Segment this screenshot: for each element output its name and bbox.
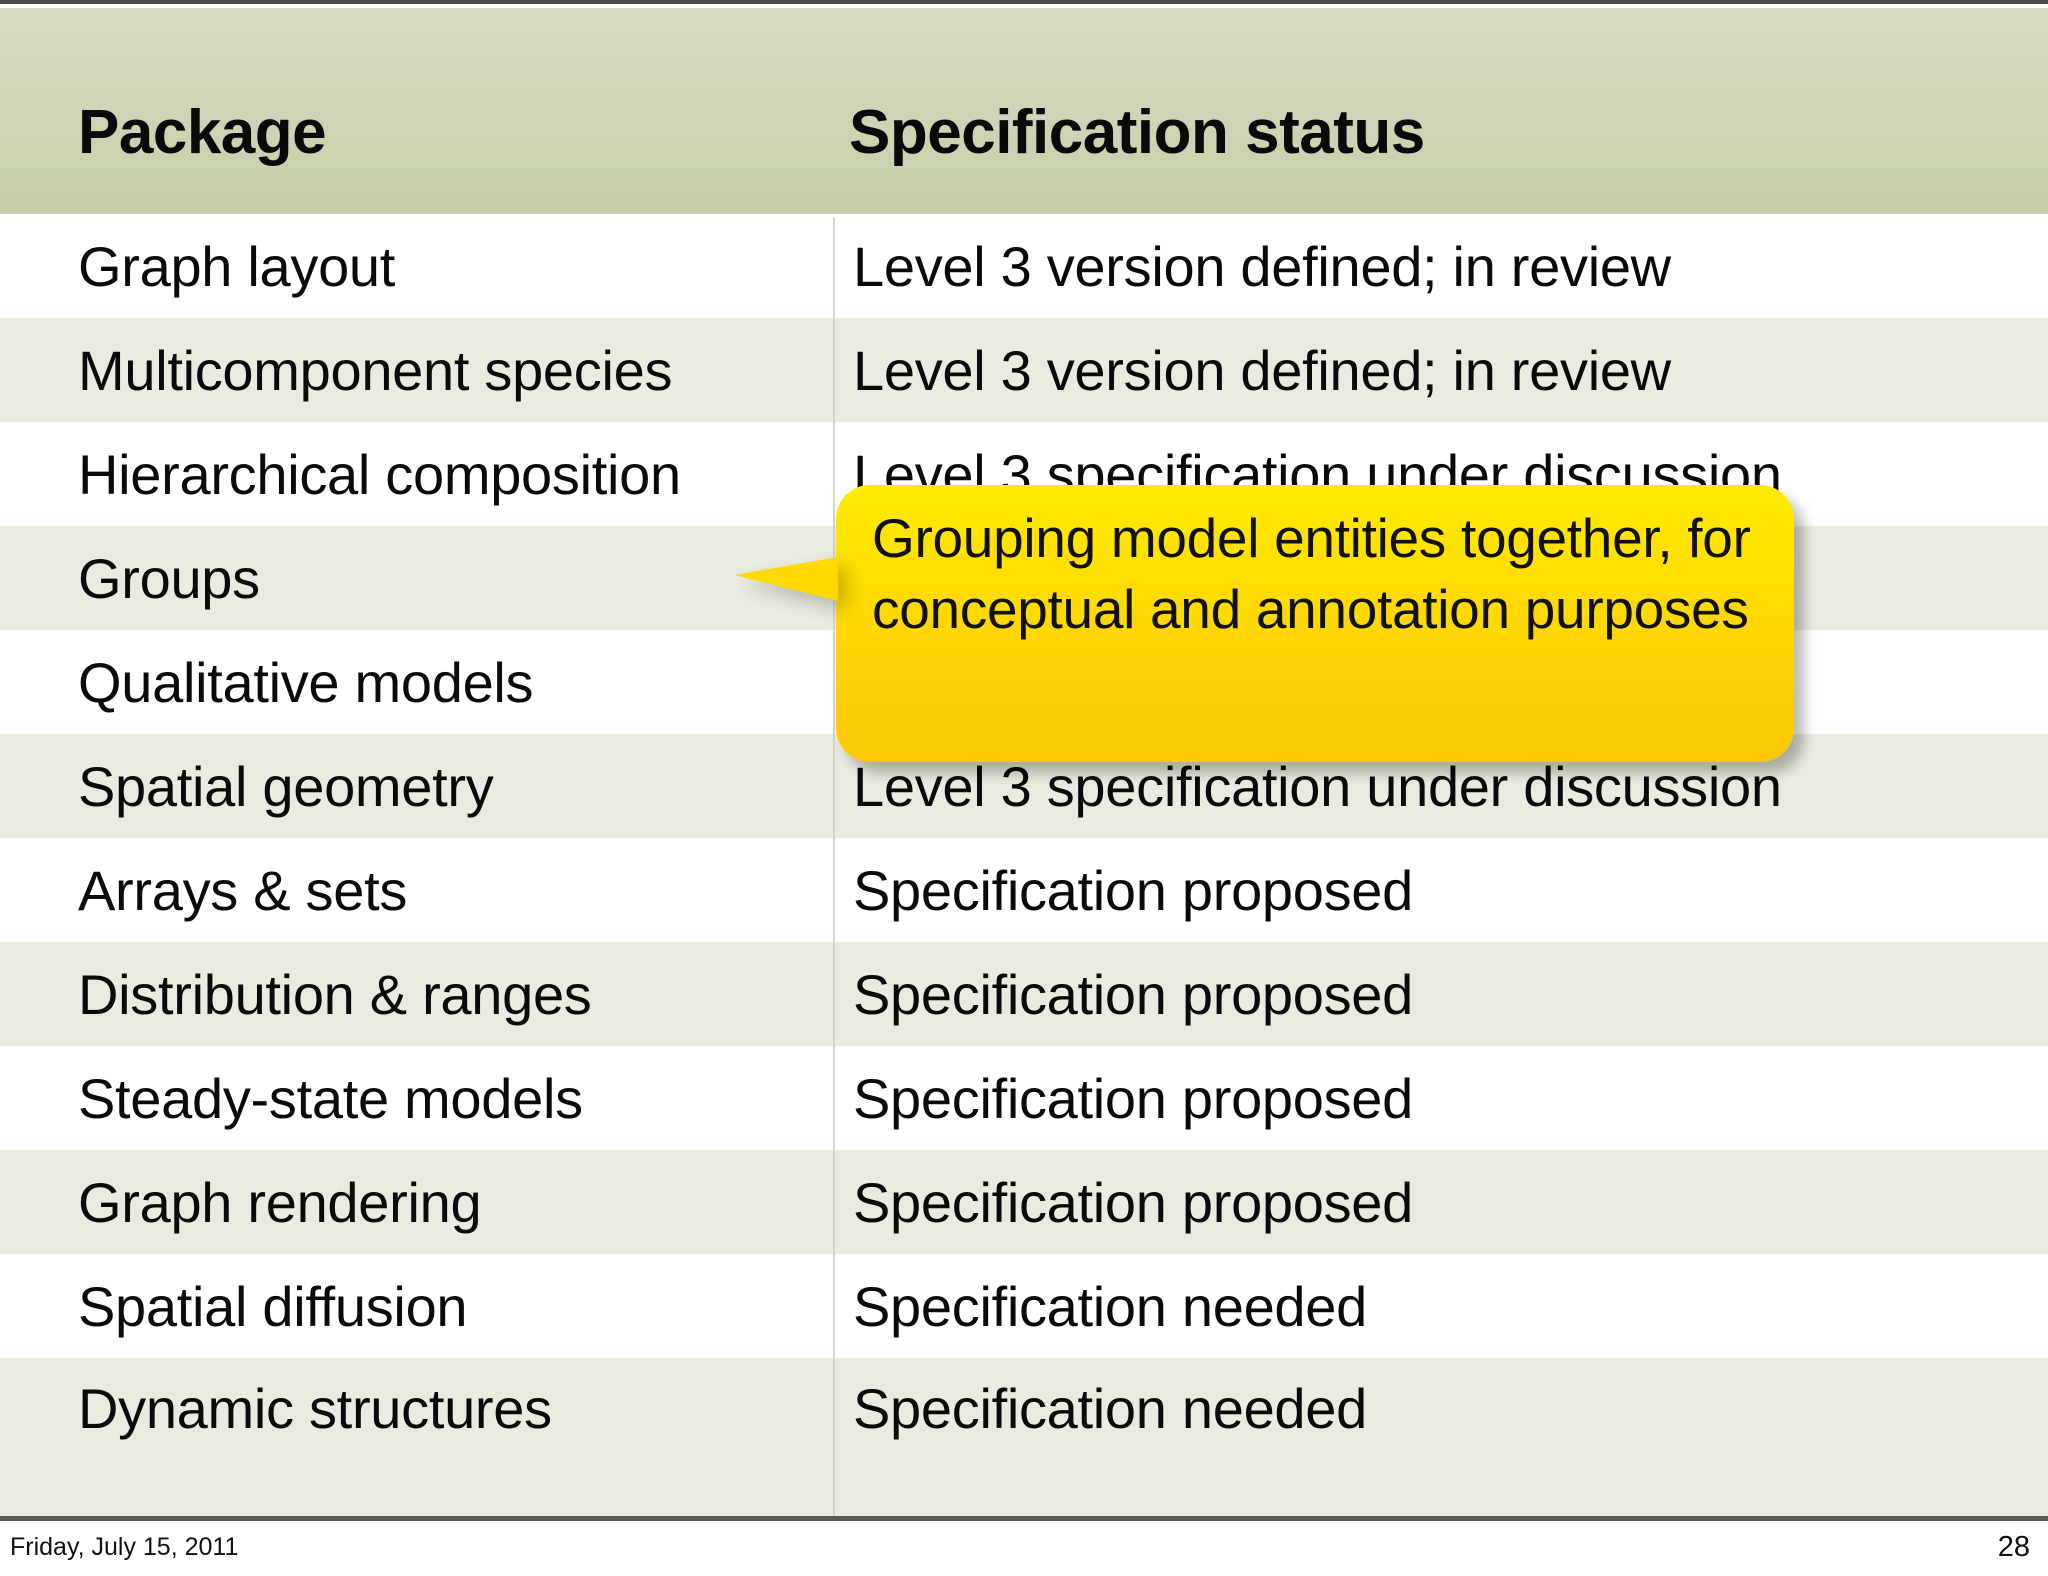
column-header-package: Package xyxy=(78,98,327,167)
cell-package: Steady-state models xyxy=(78,1066,583,1130)
footer-date: Friday, July 15, 2011 xyxy=(10,1533,239,1561)
package-status-table: Package Specification status Graph layou… xyxy=(0,8,2048,1516)
callout-bubble: Grouping model entities together, for co… xyxy=(734,485,1794,762)
cell-package: Arrays & sets xyxy=(78,858,408,922)
table-row[interactable]: Dynamic structures Specification needed xyxy=(0,1358,2048,1516)
table-row[interactable]: Distribution & ranges Specification prop… xyxy=(0,942,2048,1046)
cell-status: Specification needed xyxy=(853,1274,1367,1338)
cell-package: Qualitative models xyxy=(78,650,534,714)
column-header-status: Specification status xyxy=(849,98,1425,167)
callout-pointer-icon xyxy=(734,557,838,601)
table-row[interactable]: Graph layout Level 3 version defined; in… xyxy=(0,214,2048,318)
cell-status: Specification proposed xyxy=(853,1170,1413,1234)
cell-status: Level 3 version defined; in review xyxy=(853,234,1671,298)
table-row[interactable]: Steady-state models Specification propos… xyxy=(0,1046,2048,1150)
cell-package: Hierarchical composition xyxy=(78,442,681,506)
cell-package: Graph layout xyxy=(78,234,396,298)
table-row[interactable]: Graph rendering Specification proposed xyxy=(0,1150,2048,1254)
cell-status: Specification proposed xyxy=(853,1066,1413,1130)
cell-status: Specification proposed xyxy=(853,858,1413,922)
cell-package: Spatial diffusion xyxy=(78,1274,468,1338)
cell-package: Multicomponent species xyxy=(78,338,673,402)
slide-footer: Friday, July 15, 2011 28 xyxy=(0,1521,2048,1576)
table-header-row: Package Specification status xyxy=(0,8,2048,214)
table-row[interactable]: Spatial diffusion Specification needed xyxy=(0,1254,2048,1358)
slide: Package Specification status Graph layou… xyxy=(0,0,2048,1521)
callout-text: Grouping model entities together, for co… xyxy=(872,507,1751,640)
table-row[interactable]: Multicomponent species Level 3 version d… xyxy=(0,318,2048,422)
cell-status: Specification proposed xyxy=(853,962,1413,1026)
cell-status: Level 3 version defined; in review xyxy=(853,338,1671,402)
cell-package: Graph rendering xyxy=(78,1170,482,1234)
cell-package: Distribution & ranges xyxy=(78,962,592,1026)
cell-status: Level 3 specification under discussion xyxy=(853,754,1782,818)
cell-package: Dynamic structures xyxy=(78,1377,552,1440)
footer-page-number: 28 xyxy=(1997,1531,2030,1563)
table-row[interactable]: Arrays & sets Specification proposed xyxy=(0,838,2048,942)
cell-package: Groups xyxy=(78,546,260,610)
cell-status: Specification needed xyxy=(853,1377,1367,1440)
cell-package: Spatial geometry xyxy=(78,754,494,818)
